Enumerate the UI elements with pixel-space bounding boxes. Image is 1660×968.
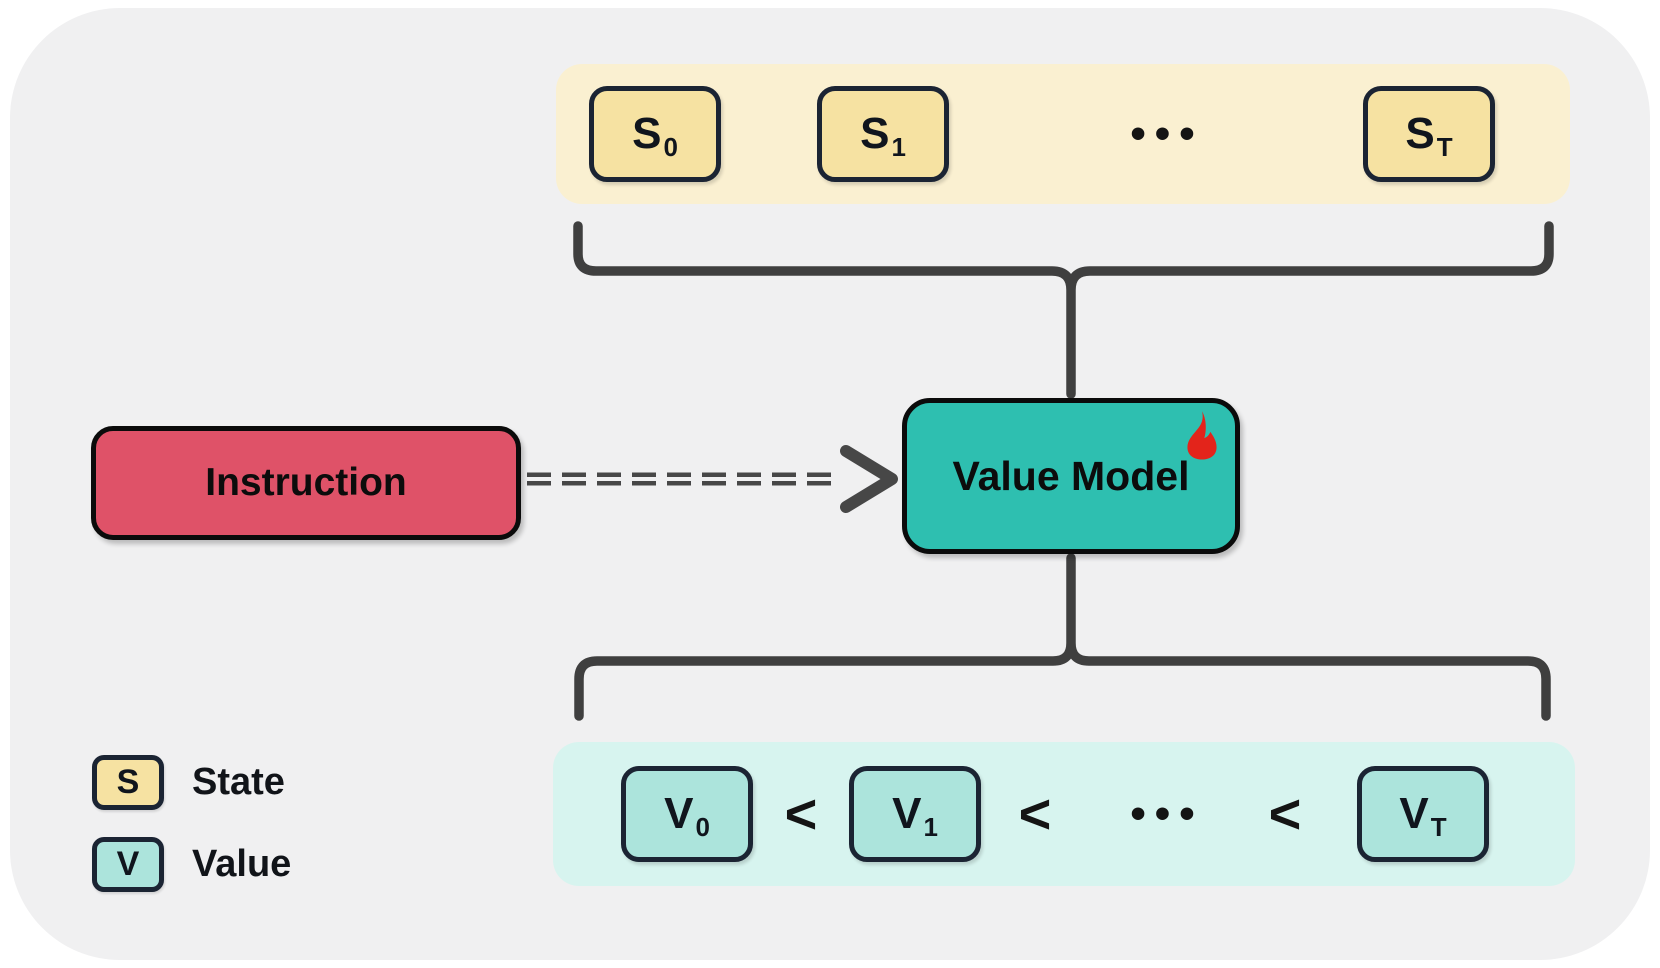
legend-value-label: Value: [192, 843, 292, 885]
less-than-symbol: <: [1268, 781, 1302, 845]
state-node-label: S: [860, 109, 890, 158]
value-ellipsis: •••: [1130, 789, 1204, 838]
legend-state-swatch: S: [92, 755, 164, 810]
less-than-symbol: <: [784, 781, 818, 845]
less-than-symbol: <: [1018, 781, 1052, 845]
state-node-subscript: 0: [663, 132, 678, 162]
legend-value-symbol: V: [116, 845, 140, 883]
state-node-subscript: T: [1436, 132, 1453, 162]
value-node-subscript: 0: [695, 812, 710, 842]
legend-state-label: State: [192, 761, 285, 803]
legend-state-symbol: S: [116, 763, 140, 801]
value-node-label: V: [1399, 789, 1429, 838]
value-model-label: Value Model: [952, 452, 1190, 499]
value-node-label: V: [664, 789, 694, 838]
state-ellipsis: •••: [1130, 109, 1204, 158]
state-node-label: S: [632, 109, 662, 158]
instruction-label: Instruction: [205, 461, 407, 504]
state-node-subscript: 1: [891, 132, 906, 162]
fire-icon: [1187, 411, 1217, 460]
legend-value-swatch: V: [92, 837, 164, 892]
value-model-box: Value Model: [902, 398, 1240, 554]
value-node-subscript: T: [1430, 812, 1447, 842]
value-node-label: V: [892, 789, 922, 838]
instruction-box: Instruction: [91, 426, 521, 540]
value-node-subscript: 1: [923, 812, 938, 842]
state-node-label: S: [1405, 109, 1435, 158]
